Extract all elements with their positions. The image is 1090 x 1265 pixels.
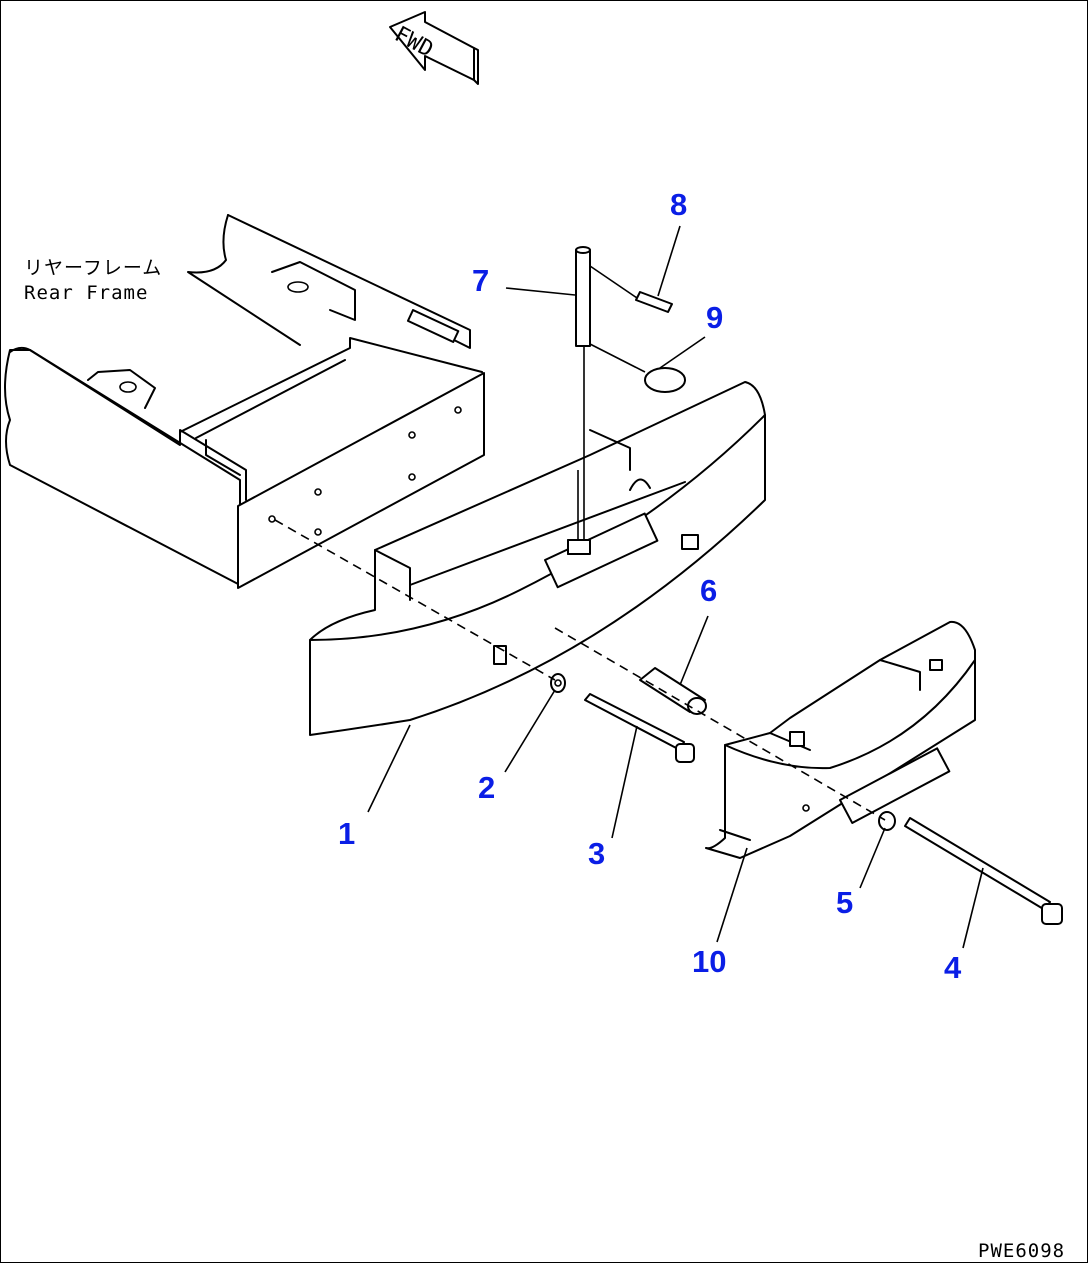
callout-10: 10: [692, 944, 727, 979]
counterweight-1: [309, 381, 766, 736]
sleeve-6: [639, 667, 707, 715]
callout-7: 7: [472, 263, 490, 298]
leader-8: [657, 225, 681, 297]
frame-label-en: Rear Frame: [24, 281, 149, 304]
drawing-code: PWE6098: [978, 1240, 1066, 1262]
callout-5: 5: [836, 885, 854, 920]
leader-3: [611, 725, 638, 839]
bolt-4: [904, 817, 1063, 925]
pin-8: [589, 265, 673, 313]
leader-2: [504, 689, 556, 773]
callout-6: 6: [700, 573, 718, 608]
bolt-3: [584, 693, 695, 763]
callout-2: 2: [478, 770, 496, 805]
assembly-line-right: [554, 627, 886, 821]
washer-5: [878, 811, 896, 831]
frame-label: リヤーフレーム Rear Frame: [24, 256, 162, 305]
leader-4: [962, 867, 984, 949]
callout-3: 3: [588, 836, 606, 871]
fwd-arrow-icon: [389, 11, 479, 85]
leader-7: [505, 287, 576, 296]
frame-label-jp: リヤーフレーム: [24, 257, 163, 279]
assembly-line-left: [274, 519, 556, 681]
leader-9: [659, 336, 706, 369]
leader-10: [716, 847, 748, 943]
washer-2: [550, 673, 566, 693]
callout-8: 8: [670, 187, 688, 222]
leader-5: [859, 827, 886, 889]
callout-4: 4: [944, 950, 962, 985]
pin-shaft-7: [567, 246, 591, 555]
washer-9: [589, 343, 686, 393]
callout-9: 9: [706, 300, 724, 335]
counterweight-10: [705, 620, 976, 859]
leader-1: [367, 724, 411, 813]
rear-frame: [4, 214, 485, 589]
leader-6: [679, 615, 709, 686]
callout-1: 1: [338, 816, 356, 851]
